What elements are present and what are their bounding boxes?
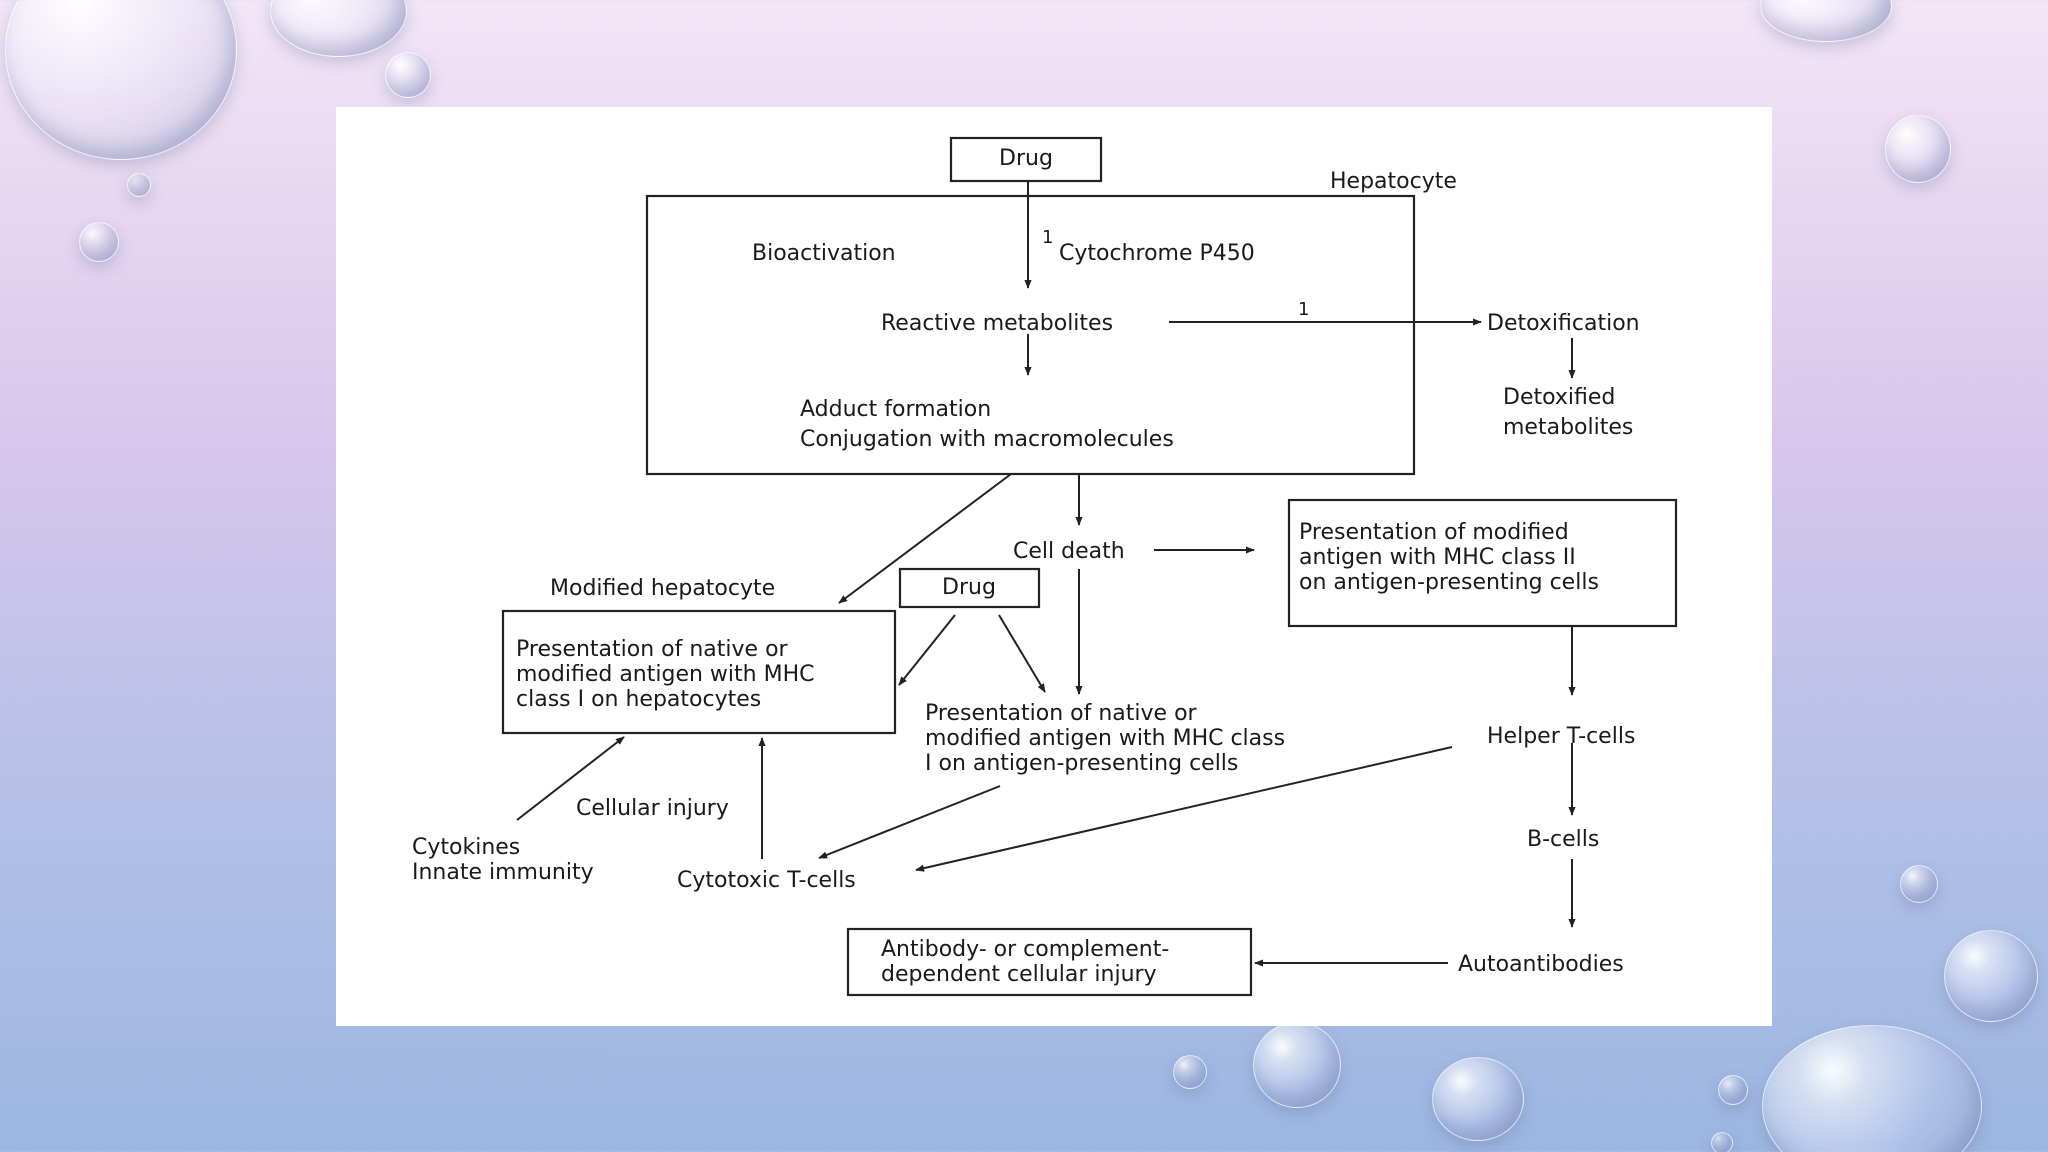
bubble-decoration [385,52,431,98]
adduct-formation-label: Adduct formation [800,397,991,422]
hepatocyte-box [645,194,1416,476]
mhc1-apc-label: I on antigen-presenting cells [925,751,1238,776]
bubble-decoration [1432,1057,1524,1141]
arrow-hepatocyte-to-modified [838,473,1012,604]
cytochrome-label: Cytochrome P450 [1059,241,1255,266]
bubble-decoration [1900,865,1938,903]
autoantibodies-label: Autoantibodies [1458,952,1624,977]
drug-middle-box [898,567,1041,609]
bubble-decoration [5,0,237,160]
mhc2-presentation-label: antigen with MHC class II [1299,545,1576,570]
bubble-decoration [79,222,119,262]
bioactivation-label: Bioactivation [752,241,896,266]
bubble-decoration [1762,1025,1982,1152]
antibody-injury-label: dependent cellular injury [881,962,1157,987]
antibody-injury-box [846,927,1253,997]
bubble-decoration [1711,1132,1733,1152]
hepatocyte-label: Hepatocyte [1330,169,1457,194]
step-number-label: 1 [1042,227,1053,248]
bubble-decoration [1253,1022,1341,1108]
conjugation-label: Conjugation with macromolecules [800,427,1174,452]
bubble-decoration [1885,115,1951,183]
arrow-cytokines-to-mhc1-hepatocytes [516,736,625,821]
mhc1-apc-label: Presentation of native or [925,701,1198,726]
diagram-panel: Drug Hepatocyte Bioactivation 1 Cytochro… [336,107,1772,1026]
mhc1-hepatocytes-label: Presentation of native or [516,637,789,662]
detoxified-metabolites-label: metabolites [1503,415,1633,440]
mhc1-hepatocytes-label: modified antigen with MHC [516,662,814,687]
reactive-metabolites-label: Reactive metabolites [881,311,1113,336]
mhc2-presentation-box [1287,498,1678,628]
mhc1-hepatocytes-label: class I on hepatocytes [516,687,761,712]
bubble-decoration [270,0,407,57]
cell-death-label: Cell death [1013,539,1125,564]
detoxification-label: Detoxification [1487,311,1640,336]
bubble-decoration [1944,930,2038,1022]
drug-hepatotoxicity-diagram: Drug Hepatocyte Bioactivation 1 Cytochro… [412,136,1678,997]
drug-middle-label: Drug [942,575,996,600]
bubble-decoration [127,173,151,197]
innate-immunity-label: Innate immunity [412,860,594,885]
step-number-label: 1 [1298,299,1309,320]
helper-t-cells-label: Helper T-cells [1487,724,1635,749]
mhc2-presentation-label: Presentation of modified [1299,520,1569,545]
bubble-decoration [1760,0,1892,42]
drug-top-label: Drug [999,146,1053,171]
arrow-mhc1-apc-to-cytotoxic [818,785,1001,859]
mhc1-hepatocytes-box [501,609,897,735]
detoxified-metabolites-label: Detoxified [1503,385,1615,410]
cytotoxic-t-cells-label: Cytotoxic T-cells [677,868,856,893]
antibody-injury-label: Antibody- or complement- [881,937,1169,962]
bubble-decoration [1173,1055,1207,1089]
b-cells-label: B-cells [1527,827,1599,852]
drug-top-box [949,136,1103,183]
modified-hepatocyte-label: Modified hepatocyte [550,576,775,601]
bubble-decoration [1718,1075,1748,1105]
arrow-helper-to-cytotoxic [915,746,1453,872]
cellular-injury-label: Cellular injury [576,796,729,821]
mhc2-presentation-label: on antigen-presenting cells [1299,570,1599,595]
arrow-drug-to-mhc1-hepatocytes [898,614,956,686]
cytokines-label: Cytokines [412,835,520,860]
mhc1-apc-label: modified antigen with MHC class [925,726,1285,751]
arrow-drug-to-mhc1-apc [998,614,1046,693]
